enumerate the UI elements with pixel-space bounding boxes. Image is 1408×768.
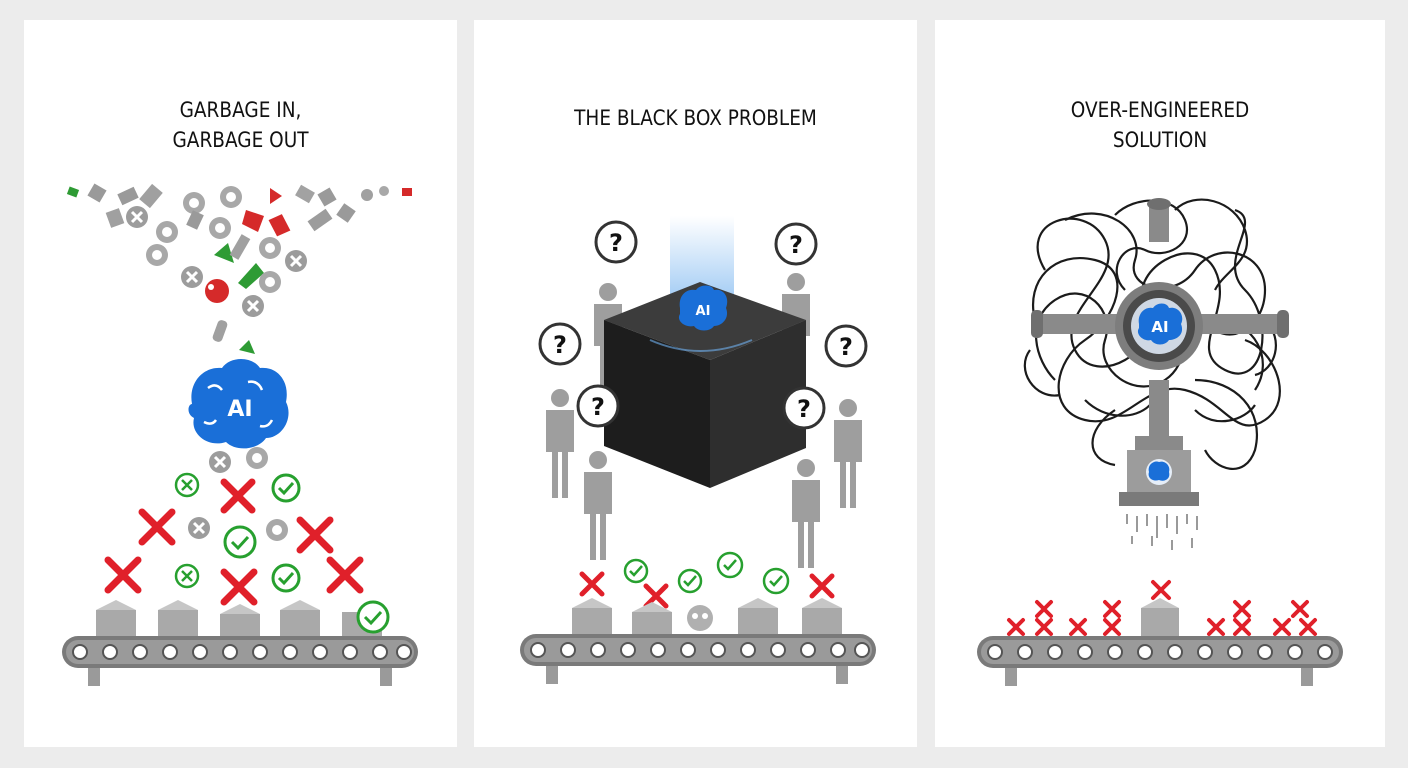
panel-black-box-problem: THE BLACK BOX PROBLEM: [474, 20, 917, 747]
question-mark: ?: [839, 333, 853, 361]
product-boxes: [96, 600, 390, 638]
garbage-funnel-art: AI: [62, 183, 418, 686]
ai-brain-icon: AI: [188, 359, 289, 449]
conveyor-belt: [520, 634, 876, 684]
black-box-art: AI ? ? ? ? ? ?: [520, 216, 876, 684]
dispenser-head: [1119, 436, 1199, 550]
question-mark: ?: [789, 231, 803, 259]
panel-over-engineered-solution: OVER-ENGINEERED SOLUTION: [935, 20, 1385, 747]
question-mark: ?: [797, 395, 811, 423]
ai-label: AI: [1151, 318, 1168, 336]
output-marks: [579, 551, 835, 609]
over-engineered-machine-art: AI: [977, 198, 1343, 686]
ai-brain-icon: AI: [1137, 303, 1183, 345]
product-boxes: [572, 598, 842, 636]
conveyor-belt: [62, 636, 418, 686]
reject-marks: [1007, 580, 1317, 636]
title-line-1: GARBAGE IN,: [179, 98, 302, 122]
question-mark: ?: [609, 229, 623, 257]
panel-title: THE BLACK BOX PROBLEM: [501, 103, 891, 133]
question-mark: ?: [553, 331, 567, 359]
title-line-1: OVER-ENGINEERED: [1070, 98, 1250, 122]
question-bubbles: ? ? ? ? ? ?: [538, 220, 868, 430]
title-line-1: THE BLACK BOX PROBLEM: [574, 106, 817, 130]
product-box: [1141, 598, 1179, 636]
question-mark: ?: [591, 393, 605, 421]
output-marks: [104, 447, 364, 606]
panel-title: OVER-ENGINEERED SOLUTION: [962, 95, 1358, 155]
ai-label: AI: [227, 397, 252, 422]
panel-garbage-in-garbage-out: GARBAGE IN, GARBAGE OUT: [24, 20, 457, 747]
junk-debris: [66, 183, 412, 354]
panel-title: GARBAGE IN, GARBAGE OUT: [50, 95, 431, 155]
conveyor-belt: [977, 636, 1343, 686]
ai-label: AI: [696, 304, 711, 319]
title-line-2: GARBAGE OUT: [172, 128, 309, 152]
ai-brain-icon: AI: [678, 285, 728, 331]
title-line-2: SOLUTION: [1112, 128, 1208, 152]
